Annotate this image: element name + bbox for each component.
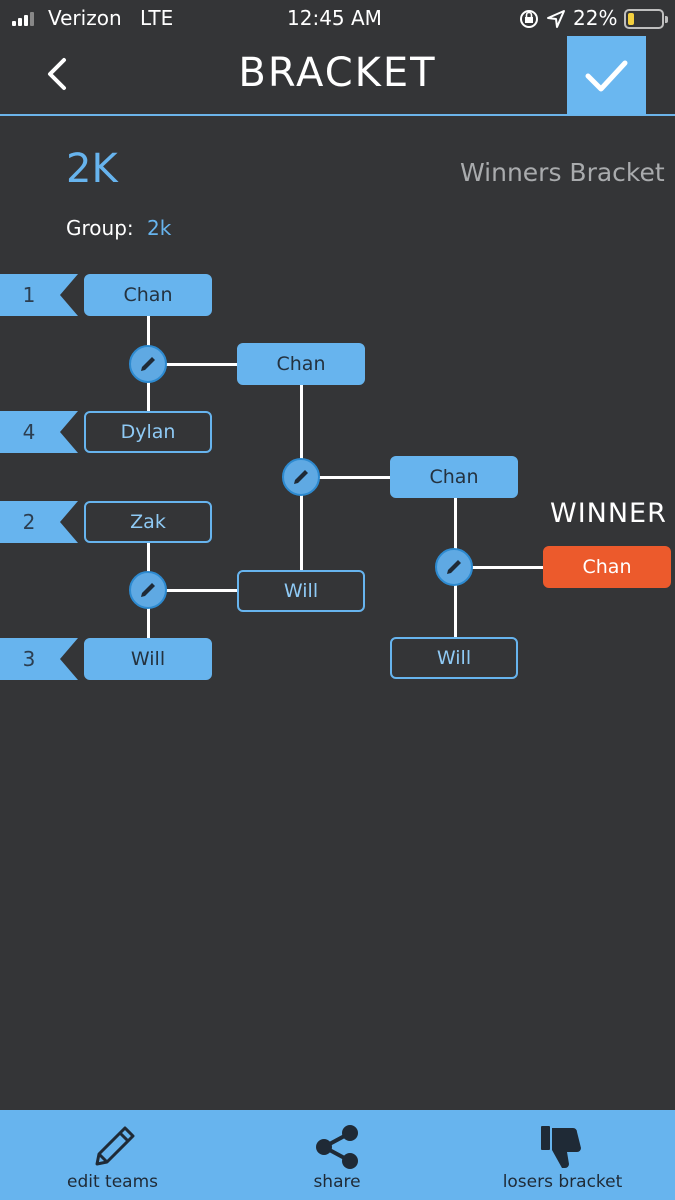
checkmark-icon xyxy=(585,60,628,92)
group-label: Group: xyxy=(66,216,134,240)
signal-icon xyxy=(12,12,38,26)
pencil-icon xyxy=(141,583,155,597)
team-slot[interactable]: Chan xyxy=(84,274,212,316)
group-value: 2k xyxy=(147,216,172,240)
team-slot[interactable]: Will xyxy=(390,637,518,679)
losers-bracket-button[interactable]: losers bracket xyxy=(490,1110,635,1200)
carrier-name: Verizon xyxy=(48,6,122,30)
clock: 12:45 AM xyxy=(287,6,382,30)
share-icon xyxy=(316,1125,358,1169)
edit-match-button[interactable] xyxy=(129,345,167,383)
network-type: LTE xyxy=(140,6,174,30)
location-icon xyxy=(547,10,565,28)
bracket-name: 2K xyxy=(66,146,118,192)
edit-teams-button[interactable]: edit teams xyxy=(40,1110,185,1200)
pencil-icon xyxy=(447,560,461,574)
team-slot[interactable]: Dylan xyxy=(84,411,212,453)
share-button[interactable]: share xyxy=(277,1110,397,1200)
chevron-left-icon xyxy=(48,58,66,90)
share-label: share xyxy=(313,1172,361,1192)
status-bar: Verizon LTE 12:45 AM 22% xyxy=(0,0,675,38)
edit-match-button[interactable] xyxy=(435,548,473,586)
team-slot[interactable]: Will xyxy=(237,570,365,612)
confirm-button[interactable] xyxy=(567,36,646,115)
battery-icon xyxy=(624,9,668,29)
edit-match-button[interactable] xyxy=(129,571,167,609)
losers-bracket-label: losers bracket xyxy=(502,1172,623,1192)
seed-tag: 1 xyxy=(0,274,78,316)
connector-line xyxy=(148,363,238,366)
nav-header: BRACKET xyxy=(0,36,675,116)
seed-tag: 2 xyxy=(0,501,78,543)
connector-line xyxy=(301,476,391,479)
pencil-icon xyxy=(294,470,308,484)
bracket-type-label: Winners Bracket xyxy=(460,158,665,187)
edit-match-button[interactable] xyxy=(282,458,320,496)
seed-tag: 3 xyxy=(0,638,78,680)
thumbs-down-icon xyxy=(541,1126,581,1168)
edit-teams-label: edit teams xyxy=(66,1172,158,1192)
team-slot[interactable]: Zak xyxy=(84,501,212,543)
back-button[interactable] xyxy=(36,52,80,96)
rotation-lock-icon xyxy=(520,10,538,28)
team-slot[interactable]: Will xyxy=(84,638,212,680)
seed-tag: 4 xyxy=(0,411,78,453)
team-slot[interactable]: Chan xyxy=(390,456,518,498)
page-title: BRACKET xyxy=(238,50,437,96)
bottom-toolbar: edit teams share losers bracket xyxy=(0,1110,675,1200)
connector-line xyxy=(455,566,544,569)
pencil-icon xyxy=(95,1126,135,1166)
team-slot[interactable]: Chan xyxy=(237,343,365,385)
connector-line xyxy=(148,589,238,592)
winner-label: WINNER xyxy=(550,498,667,529)
pencil-icon xyxy=(141,357,155,371)
battery-percent: 22% xyxy=(573,6,618,30)
winner-slot[interactable]: Chan xyxy=(543,546,671,588)
